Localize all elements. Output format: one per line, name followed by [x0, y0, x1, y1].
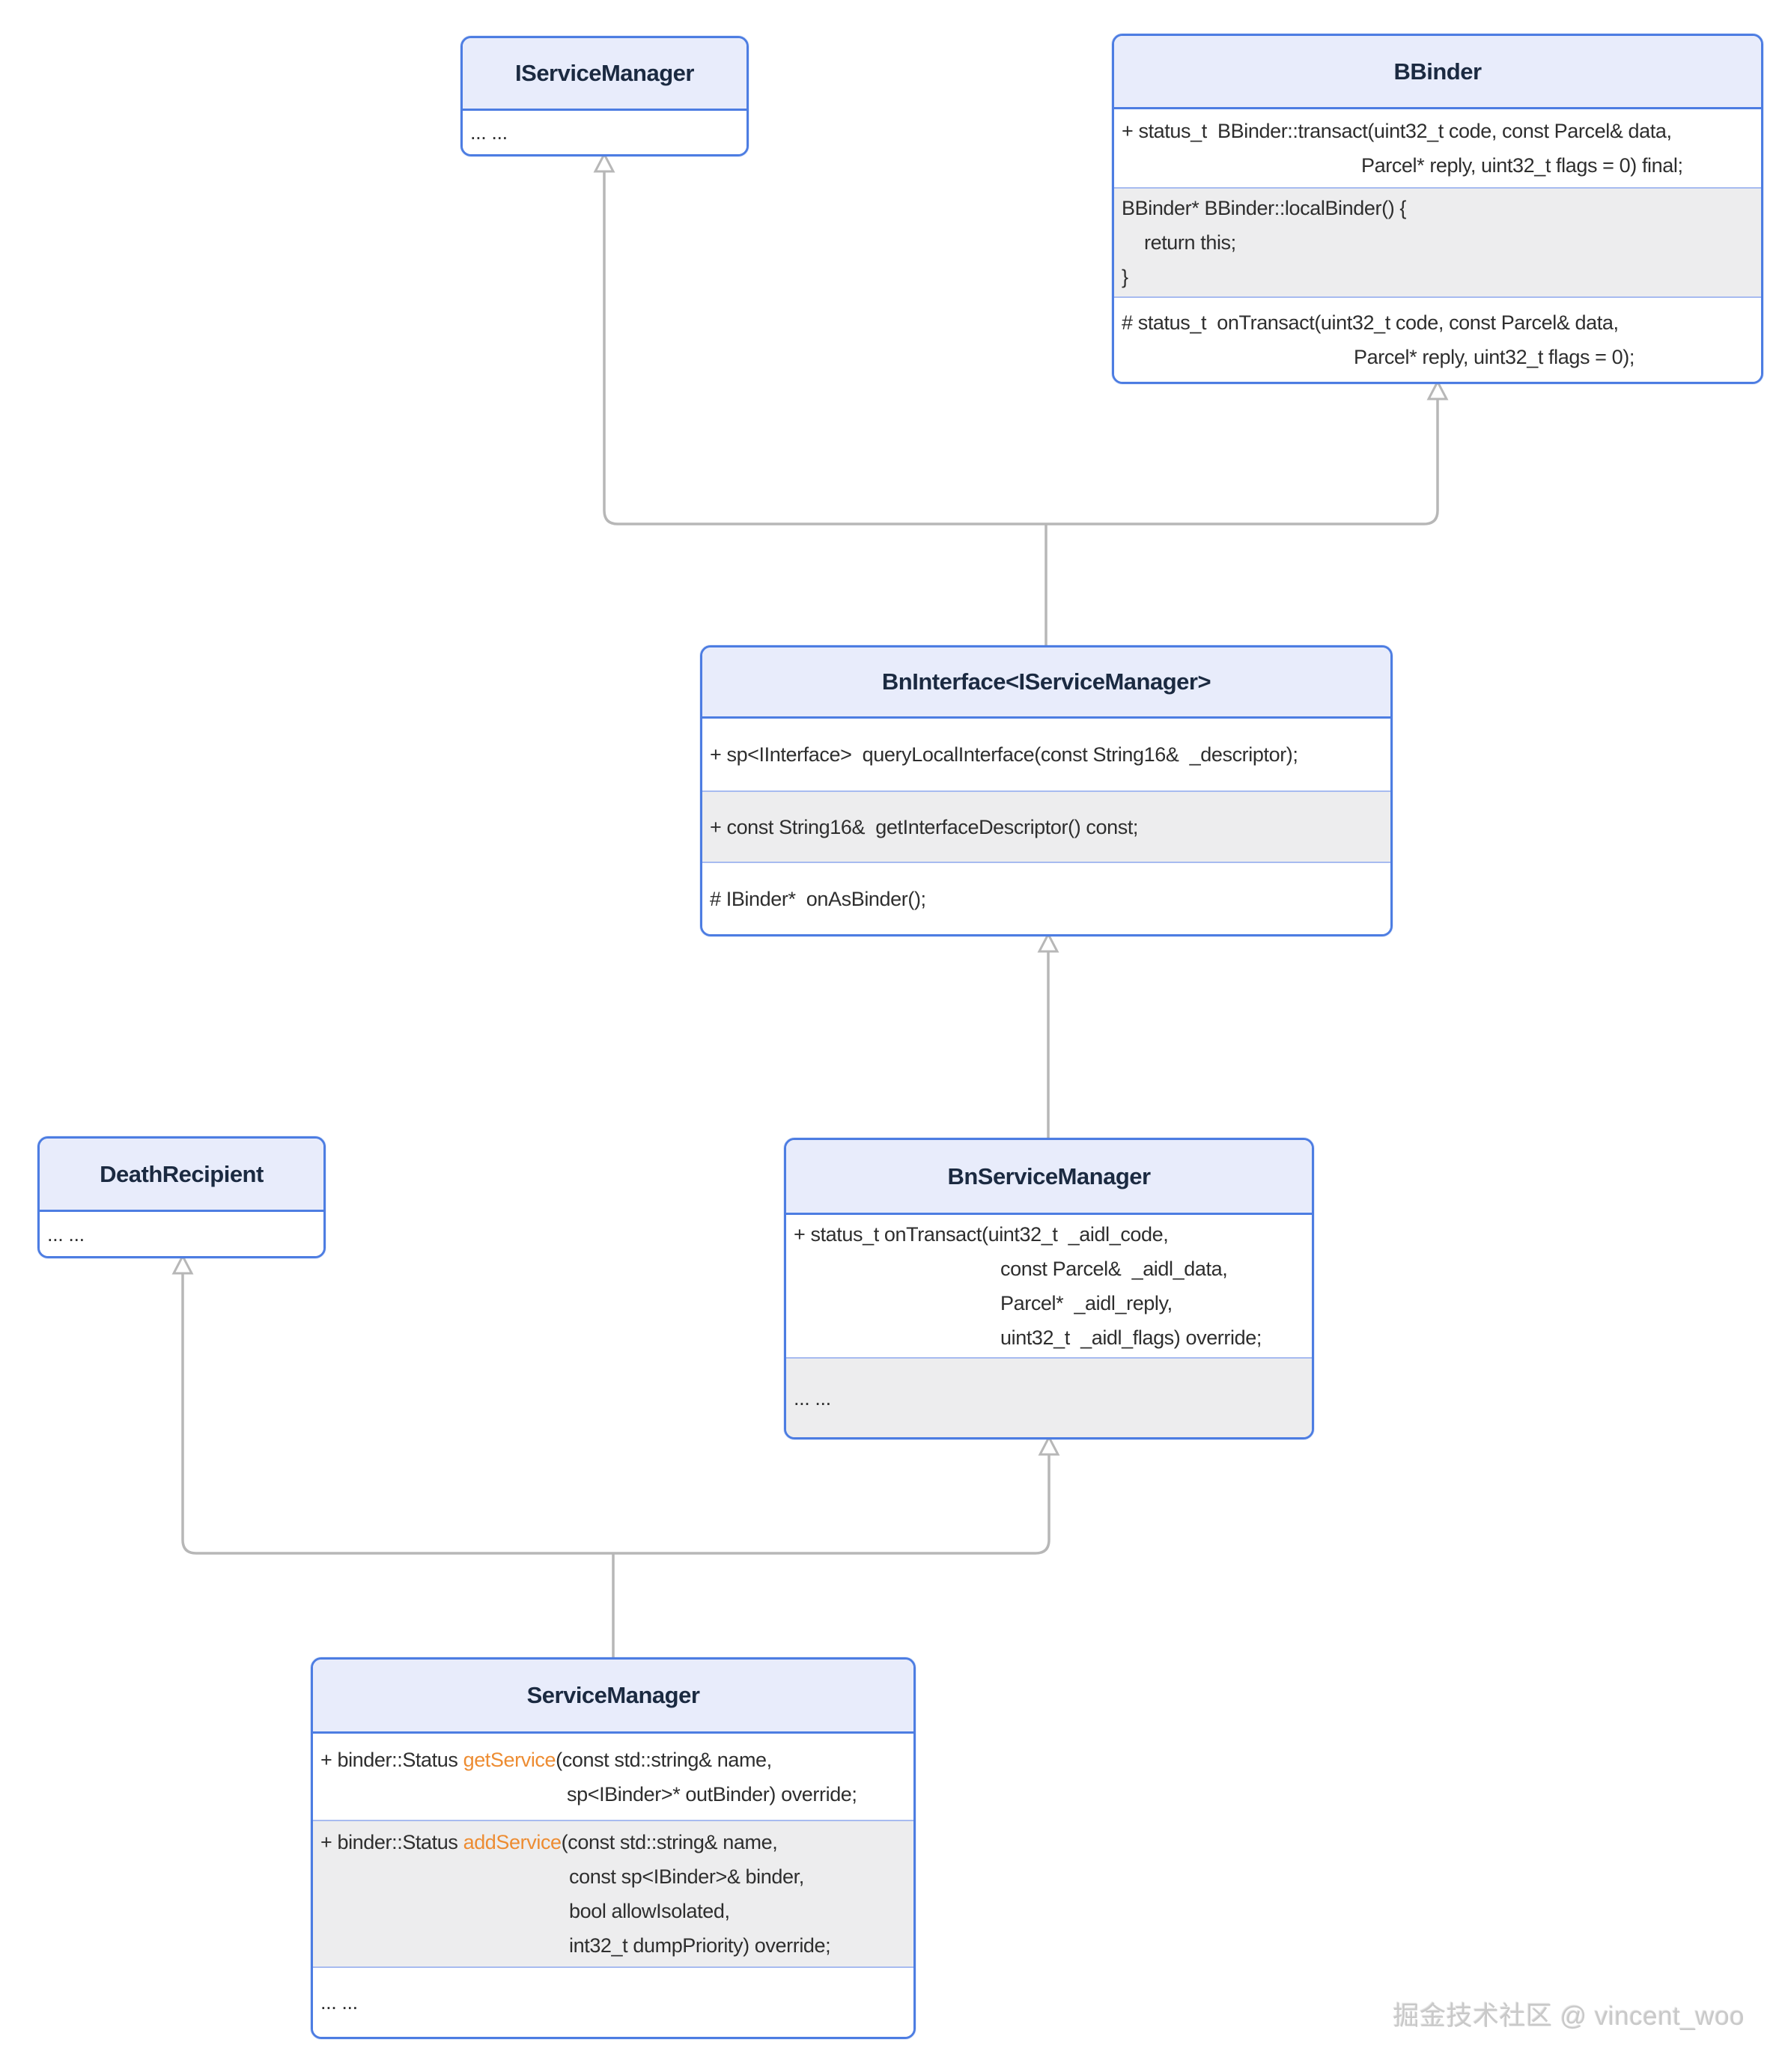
code-line: uint32_t _aidl_flags) override;	[794, 1320, 1306, 1355]
method-name-highlight: getService	[463, 1748, 556, 1771]
class-box-servicemanager: ServiceManager+ binder::Status getServic…	[311, 1657, 916, 2039]
code-text: + sp<IInterface> queryLocalInterface(con…	[710, 743, 1298, 766]
code-text: sp<IBinder>* outBinder) override;	[567, 1782, 857, 1806]
code-line: const Parcel& _aidl_data,	[794, 1252, 1306, 1286]
class-box-bnservicemanager: BnServiceManager + status_t onTransact(ui…	[784, 1138, 1314, 1439]
code-line: + sp<IInterface> queryLocalInterface(con…	[710, 737, 1384, 772]
code-text: bool allowIsolated,	[569, 1900, 730, 1922]
class-title: BnServiceManager	[786, 1140, 1312, 1215]
inheritance-arrowhead-bbinder	[1426, 379, 1449, 400]
inheritance-arrowhead-bnservicemanager	[1038, 1434, 1060, 1456]
method-name-highlight: addService	[463, 1831, 562, 1853]
class-box-bbinder: BBinder+ status_t BBinder::transact(uint…	[1112, 34, 1763, 384]
code-line: # status_t onTransact(uint32_t code, con…	[1122, 305, 1755, 340]
edge-bninterface-to-iservicemanager-bbinder	[603, 170, 1439, 525]
code-line: ... ...	[320, 1985, 907, 2020]
code-line: }	[1122, 260, 1755, 294]
code-text: }	[1122, 266, 1128, 288]
class-member-row: ... ...	[786, 1357, 1312, 1437]
code-line: Parcel* reply, uint32_t flags = 0);	[1122, 340, 1755, 374]
class-member-row: + status_t BBinder::transact(uint32_t co…	[1114, 109, 1761, 187]
code-line: sp<IBinder>* outBinder) override;	[320, 1777, 907, 1812]
code-line: bool allowIsolated,	[320, 1894, 907, 1928]
inheritance-arrowhead-bninterface	[1037, 931, 1059, 953]
class-member-row: # IBinder* onAsBinder();	[702, 862, 1390, 934]
code-line: + status_t onTransact(uint32_t _aidl_cod…	[794, 1217, 1306, 1252]
class-title: IServiceManager	[463, 38, 746, 111]
code-text: + binder::Status	[320, 1831, 463, 1853]
class-box-deathrecipient: DeathRecipient ... ...	[37, 1136, 326, 1258]
class-box-bninterface: BnInterface<IServiceManager> + sp<IInterf…	[700, 645, 1393, 936]
code-line: + binder::Status getService(const std::s…	[320, 1743, 907, 1777]
class-member-row: BBinder* BBinder::localBinder() {return …	[1114, 187, 1761, 296]
code-text: uint32_t _aidl_flags) override;	[1000, 1326, 1262, 1349]
code-line: ... ...	[47, 1217, 317, 1252]
code-line: + const String16& getInterfaceDescriptor…	[710, 810, 1384, 844]
code-line: return this;	[1122, 225, 1755, 260]
class-member-row: ... ...	[313, 1966, 913, 2037]
inheritance-arrowhead-deathrecipient	[171, 1253, 194, 1275]
code-text: return this;	[1144, 231, 1236, 254]
code-text: + binder::Status	[320, 1748, 463, 1771]
code-text: Parcel* reply, uint32_t flags = 0) final…	[1361, 154, 1683, 177]
edge-servicemanager-to-deathrecipient-bnservicemanager	[181, 1272, 1050, 1555]
code-text: ... ...	[794, 1386, 831, 1410]
class-member-row: ... ...	[40, 1212, 323, 1256]
code-line: const sp<IBinder>& binder,	[320, 1859, 907, 1894]
code-line: ... ...	[794, 1381, 1306, 1416]
class-member-row: + status_t onTransact(uint32_t _aidl_cod…	[786, 1215, 1312, 1357]
class-member-row: + const String16& getInterfaceDescriptor…	[702, 790, 1390, 862]
code-text: ... ...	[47, 1222, 85, 1246]
code-text: + const String16& getInterfaceDescriptor…	[710, 815, 1139, 838]
class-title: ServiceManager	[313, 1660, 913, 1734]
code-line: + status_t BBinder::transact(uint32_t co…	[1122, 114, 1755, 148]
code-line: ... ...	[470, 115, 741, 150]
code-line: Parcel* _aidl_reply,	[794, 1286, 1306, 1320]
class-title: DeathRecipient	[40, 1139, 323, 1212]
code-text: const Parcel& _aidl_data,	[1000, 1258, 1228, 1280]
code-text: (const std::string& name,	[561, 1831, 778, 1853]
code-text: (const std::string& name,	[556, 1748, 772, 1771]
class-title: BBinder	[1114, 36, 1761, 109]
code-text: ... ...	[320, 1991, 358, 2014]
code-line: int32_t dumpPriority) override;	[320, 1928, 907, 1963]
code-line: # IBinder* onAsBinder();	[710, 882, 1384, 916]
class-member-row: + binder::Status getService(const std::s…	[313, 1734, 913, 1820]
code-text: const sp<IBinder>& binder,	[569, 1865, 804, 1888]
code-line: Parcel* reply, uint32_t flags = 0) final…	[1122, 148, 1755, 183]
inheritance-arrowhead-iservicemanager	[593, 151, 615, 173]
code-text: BBinder* BBinder::localBinder() {	[1122, 197, 1407, 219]
code-line: BBinder* BBinder::localBinder() {	[1122, 191, 1755, 225]
code-text: # IBinder* onAsBinder();	[710, 887, 926, 910]
code-text: int32_t dumpPriority) override;	[569, 1934, 831, 1957]
code-line: + binder::Status addService(const std::s…	[320, 1825, 907, 1859]
class-member-row: + sp<IInterface> queryLocalInterface(con…	[702, 719, 1390, 790]
class-title: BnInterface<IServiceManager>	[702, 648, 1390, 719]
code-text: # status_t onTransact(uint32_t code, con…	[1122, 311, 1619, 334]
code-text: Parcel* reply, uint32_t flags = 0);	[1354, 346, 1635, 368]
code-text: ... ...	[470, 121, 508, 144]
code-text: + status_t onTransact(uint32_t _aidl_cod…	[794, 1223, 1169, 1246]
class-member-row: # status_t onTransact(uint32_t code, con…	[1114, 296, 1761, 382]
code-text: + status_t BBinder::transact(uint32_t co…	[1122, 120, 1672, 142]
watermark-text: 掘金技术社区 @ vincent_woo	[1393, 2002, 1745, 2031]
class-box-iservicemanager: IServiceManager ... ...	[460, 36, 749, 156]
class-member-row: + binder::Status addService(const std::s…	[313, 1820, 913, 1966]
class-member-row: ... ...	[463, 111, 746, 154]
code-text: Parcel* _aidl_reply,	[1000, 1292, 1173, 1314]
